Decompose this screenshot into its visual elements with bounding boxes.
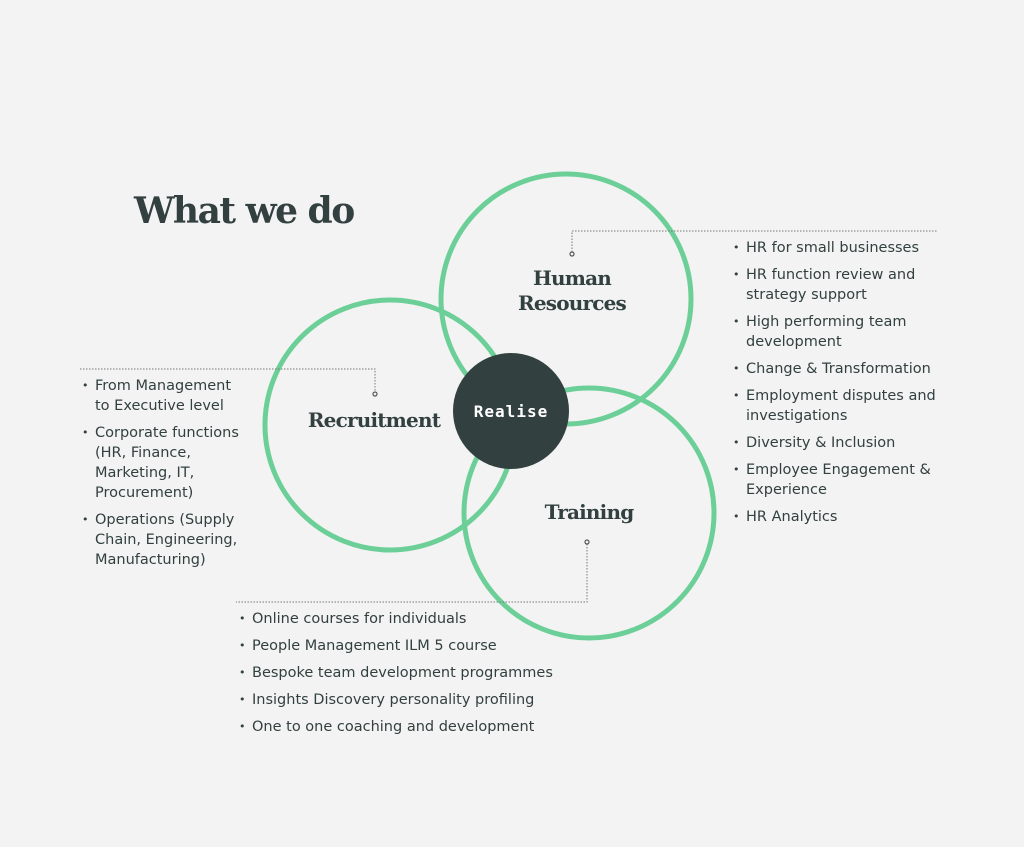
training-list-item: One to one coaching and development — [239, 717, 579, 737]
hr-list-item: Employee Engagement & Experience — [733, 460, 938, 500]
training-connector — [236, 544, 588, 603]
hr-list-item: Change & Transformation — [733, 359, 938, 379]
training-list-item: Online courses for individuals — [239, 609, 579, 629]
training-circle — [461, 385, 717, 641]
hr-list-item: Employment disputes and investigations — [733, 386, 938, 426]
training-list-item: Bespoke team development programmes — [239, 663, 579, 683]
hr-list-item: High performing team development — [733, 312, 938, 352]
recruitment-connector — [80, 368, 376, 392]
hr-label-line1: Human — [532, 266, 612, 290]
recruitment-label: Recruitment — [307, 408, 441, 432]
hr-connector-dot — [569, 251, 575, 257]
hr-label: Human Resources — [492, 266, 652, 316]
training-list-item: People Management ILM 5 course — [239, 636, 579, 656]
hr-list-item: Diversity & Inclusion — [733, 433, 938, 453]
recruitment-list-item: From Management to Executive level — [82, 376, 247, 416]
recruitment-list-item: Corporate functions (HR, Finance, Market… — [82, 423, 247, 503]
hr-connector — [571, 230, 938, 252]
realise-center: Realise — [453, 353, 569, 469]
hr-list-item: HR function review and strategy support — [733, 265, 938, 305]
hr-services-list: HR for small businesses HR function revie… — [733, 238, 938, 534]
hr-list-item: HR for small businesses — [733, 238, 938, 258]
training-list-item: Insights Discovery personality profiling — [239, 690, 579, 710]
recruitment-services-list: From Management to Executive levelCorpor… — [82, 376, 247, 577]
page-title: What we do — [134, 190, 355, 232]
hr-list-item: HR Analytics — [733, 507, 938, 527]
training-connector-dot — [584, 539, 590, 545]
training-label: Training — [544, 500, 635, 524]
hr-label-line2: Resources — [518, 291, 627, 315]
recruitment-list-item: Operations (Supply Chain, Engineering, M… — [82, 510, 247, 570]
recruitment-connector-dot — [372, 391, 378, 397]
training-services-list: Online courses for individualsPeople Man… — [239, 609, 579, 744]
